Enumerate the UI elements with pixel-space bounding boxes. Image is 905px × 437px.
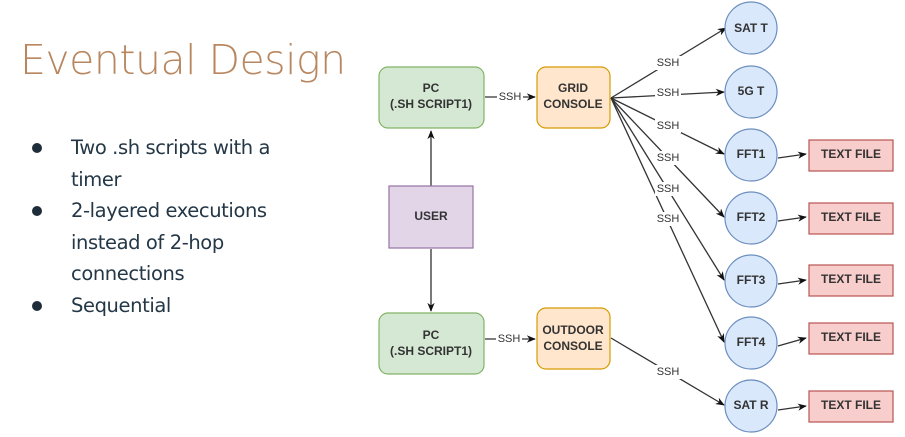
edge-fft1-file (777, 151, 807, 159)
text-file-label: TEXT FILE (821, 330, 881, 344)
bullet-dot-icon (32, 206, 42, 216)
bullet-item: Sequential (28, 290, 288, 322)
edge-label-ssh: SSH (657, 213, 680, 225)
outdoor-console-line1: OUTDOOR (542, 323, 604, 337)
bullet-text: Sequential (71, 293, 171, 317)
fft4-label: FFT4 (737, 335, 766, 349)
sat-r-node: SAT R (724, 379, 778, 433)
user-label: USER (414, 209, 448, 223)
outdoor-console-node: OUTDOOR CONSOLE (536, 307, 611, 370)
fft2-label: FFT2 (737, 210, 766, 224)
sat-t-node: SAT T (724, 1, 778, 55)
pc-top-node: PC (.SH SCRIPT1) (378, 66, 485, 129)
edge-label-ssh: SSH (657, 87, 680, 99)
edge-label-ssh: SSH (498, 333, 521, 345)
edge-satr-file (777, 403, 807, 411)
edge-fft2-file (777, 214, 807, 222)
fft1-label: FFT1 (737, 147, 766, 161)
bullet-text: 2-layered executions instead of 2-hop co… (71, 199, 267, 285)
text-file-label: TEXT FILE (821, 147, 881, 161)
bullet-dot-icon (32, 143, 42, 153)
fft3-node: FFT3 (724, 254, 778, 308)
text-file-label: TEXT FILE (821, 272, 881, 286)
pc-top-line2: (.SH SCRIPT1) (390, 97, 472, 111)
text-file-label: TEXT FILE (821, 210, 881, 224)
bullet-item: Two .sh scripts with a timer (28, 132, 288, 195)
grid-console-node: GRID CONSOLE (536, 66, 611, 129)
bullet-dot-icon (32, 300, 42, 311)
5g-t-node: 5G T (724, 65, 778, 119)
edge-label-ssh: SSH (657, 57, 680, 69)
text-file-node: TEXT FILE (808, 202, 894, 235)
grid-console-line2: CONSOLE (543, 97, 602, 111)
fft3-label: FFT3 (737, 273, 766, 287)
edge-fft4-file (777, 336, 807, 347)
fft1-node: FFT1 (724, 128, 778, 182)
edge-label-ssh: SSH (657, 120, 680, 132)
edge-label-ssh: SSH (657, 152, 680, 164)
text-file-label: TEXT FILE (821, 398, 881, 412)
bullet-text: Two .sh scripts with a timer (71, 136, 271, 191)
text-file-node: TEXT FILE (808, 390, 894, 423)
edge-label-ssh: SSH (657, 183, 680, 195)
outdoor-console-line2: CONSOLE (543, 339, 602, 353)
pc-bottom-line1: PC (423, 328, 440, 342)
pc-bottom-line2: (.SH SCRIPT1) (390, 344, 472, 358)
user-node: USER (388, 185, 474, 249)
pc-bottom-node: PC (.SH SCRIPT1) (378, 312, 485, 375)
text-file-node: TEXT FILE (808, 322, 894, 355)
text-file-node: TEXT FILE (808, 264, 894, 297)
sat-t-label: SAT T (734, 21, 768, 35)
edge-fft3-file (777, 277, 807, 285)
fft2-node: FFT2 (724, 191, 778, 245)
edge-label-ssh: SSH (657, 366, 680, 378)
5g-t-label: 5G T (738, 84, 765, 98)
slide-title: Eventual Design (20, 36, 346, 84)
grid-console-line1: GRID (558, 81, 588, 95)
bullet-list: Two .sh scripts with a timer 2-layered e… (28, 132, 288, 321)
text-file-node: TEXT FILE (808, 139, 894, 172)
sat-r-label: SAT R (733, 398, 768, 412)
edge-labels: SSH SSH SSH SSH SSH SSH SSH SSH SSH (496, 56, 681, 379)
fft4-node: FFT4 (724, 316, 778, 370)
bullet-item: 2-layered executions instead of 2-hop co… (28, 195, 288, 290)
edge-label-ssh: SSH (499, 91, 522, 103)
pc-top-line1: PC (423, 81, 440, 95)
